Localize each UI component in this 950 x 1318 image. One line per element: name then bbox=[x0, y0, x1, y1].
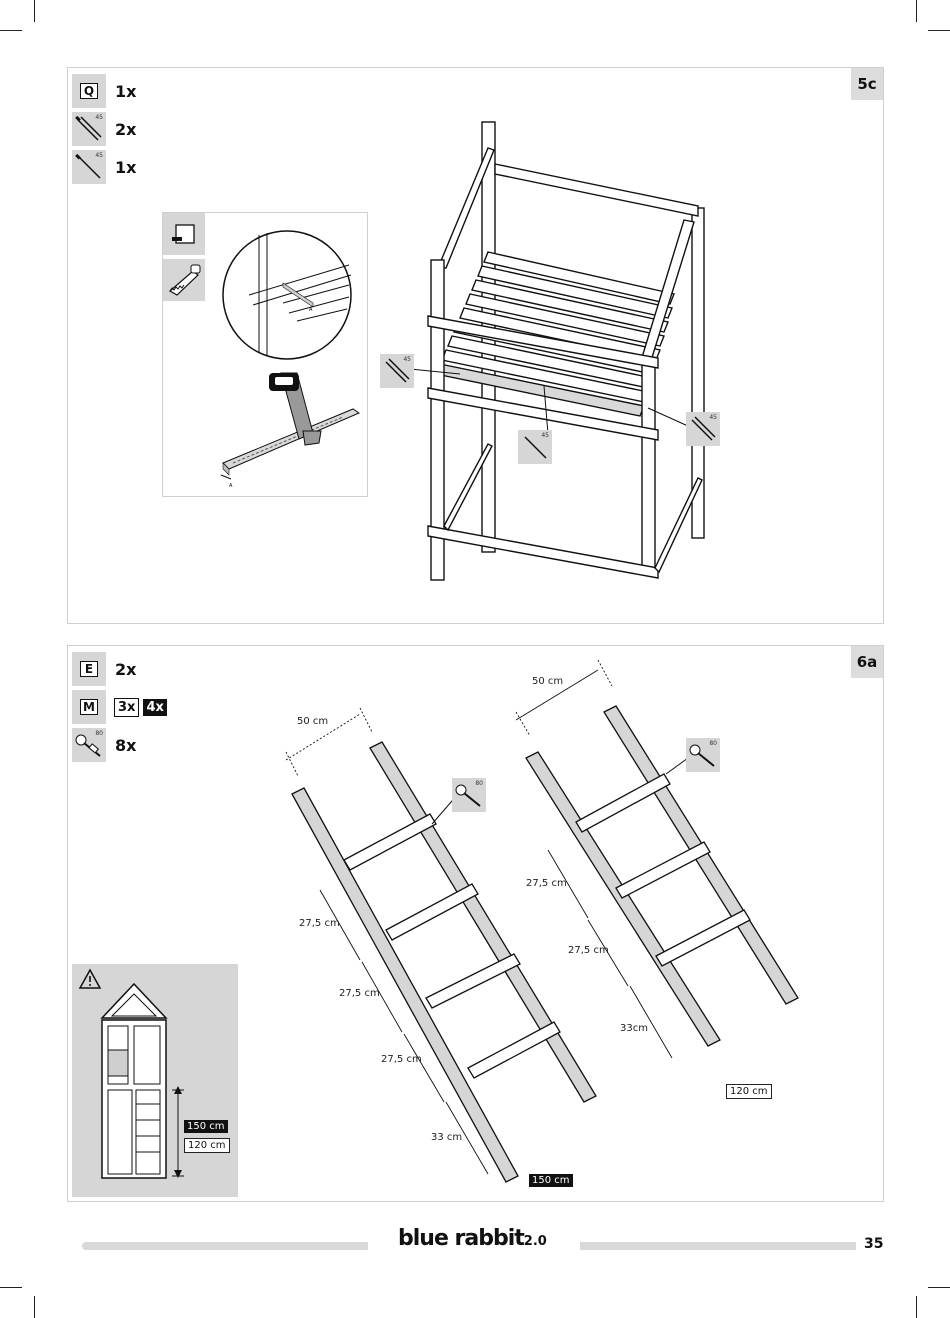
screw-size: 45 bbox=[709, 414, 717, 421]
brand-logo: blue rabbit2.0 bbox=[398, 1226, 547, 1251]
cutting-detail-drawing: A A bbox=[220, 230, 361, 489]
screw-45-icon: 45 bbox=[72, 150, 106, 184]
step-5c-panel: 5c Q 1x 45 2x 45 1x bbox=[67, 67, 884, 624]
ladder-assembly-drawing bbox=[285, 659, 799, 1183]
quantity-solid-chip: 4x bbox=[143, 698, 167, 716]
bolt-80-icon: 80 bbox=[452, 778, 486, 812]
screw-size: 45 bbox=[541, 432, 549, 439]
ladder-width-label: 50 cm bbox=[297, 716, 329, 727]
bolt-size: 80 bbox=[475, 780, 483, 787]
letter-box-q-icon: Q bbox=[72, 74, 106, 108]
frame-assembly-drawing bbox=[409, 121, 705, 581]
screw-size: 45 bbox=[403, 356, 411, 363]
crop-mark bbox=[928, 1287, 950, 1288]
step-label: 6a bbox=[851, 646, 883, 678]
bolt-80-icon: 80 bbox=[72, 728, 106, 762]
part-row-m: M 3x 4x bbox=[72, 690, 167, 724]
height-label-solid: 150 cm bbox=[184, 1120, 228, 1133]
part-quantity: 1x bbox=[115, 81, 137, 101]
ladder-length-label: 150 cm bbox=[529, 1174, 573, 1187]
cutting-detail-inset: A A bbox=[162, 212, 368, 497]
part-code: E bbox=[80, 661, 98, 677]
part-code: M bbox=[80, 699, 98, 715]
rung-spacing-label: 27,5 cm bbox=[381, 1054, 422, 1065]
height-label-outline: 120 cm bbox=[184, 1138, 230, 1153]
svg-text:A: A bbox=[309, 307, 313, 313]
rung-spacing-label: 27,5 cm bbox=[339, 988, 380, 999]
rung-spacing-label: 27,5 cm bbox=[526, 878, 567, 889]
warning-box: 150 cm 120 cm bbox=[72, 964, 238, 1197]
screw-45-icon: 45 bbox=[518, 430, 552, 464]
part-quantity: 8x bbox=[115, 735, 137, 755]
bolt-size: 80 bbox=[709, 740, 717, 747]
screw-45-icon: 45 bbox=[72, 112, 106, 146]
screw-45-icon: 45 bbox=[686, 412, 720, 446]
playhouse-height-drawing bbox=[100, 982, 184, 1179]
part-row-e: E 2x bbox=[72, 652, 136, 686]
crop-mark bbox=[0, 30, 22, 31]
rung-spacing-label: 33 cm bbox=[431, 1132, 463, 1143]
page-number: 35 bbox=[864, 1236, 884, 1252]
part-quantity: 2x bbox=[115, 119, 137, 139]
part-row-screw-45: 45 2x bbox=[72, 112, 136, 146]
screw-45-icon: 45 bbox=[380, 354, 414, 388]
ladder-width-label: 50 cm bbox=[532, 676, 564, 687]
footer-bar-right bbox=[580, 1242, 856, 1250]
part-row-screw-45: 45 1x bbox=[72, 150, 136, 184]
crop-mark bbox=[0, 1287, 22, 1288]
letter-box-e-icon: E bbox=[72, 652, 106, 686]
crop-mark bbox=[916, 0, 917, 22]
part-quantity: 1x bbox=[115, 157, 137, 177]
part-row-bolt-80: 80 8x bbox=[72, 728, 136, 762]
bolt-80-icon: 80 bbox=[686, 738, 720, 772]
pencil-square-icon bbox=[163, 213, 205, 255]
crop-mark bbox=[34, 1296, 35, 1318]
step-6a-panel: 6a E 2x M 3x 4x 80 8x bbox=[67, 645, 884, 1202]
part-code: Q bbox=[80, 83, 98, 99]
part-row-q: Q 1x bbox=[72, 74, 136, 108]
step-label: 5c bbox=[851, 68, 883, 100]
screw-size: 45 bbox=[95, 152, 103, 159]
crop-mark bbox=[916, 1296, 917, 1318]
screw-size: 45 bbox=[95, 114, 103, 121]
warning-triangle-icon bbox=[78, 968, 102, 989]
svg-text:A: A bbox=[229, 483, 233, 489]
quantity-outline-chip: 3x bbox=[114, 697, 140, 717]
bolt-size: 80 bbox=[95, 730, 103, 737]
rung-spacing-label: 27,5 cm bbox=[568, 945, 609, 956]
rung-spacing-label: 33cm bbox=[620, 1023, 648, 1034]
saw-icon bbox=[163, 259, 205, 301]
part-quantity: 2x bbox=[115, 659, 137, 679]
footer-bar-left bbox=[82, 1242, 368, 1250]
letter-box-m-icon: M bbox=[72, 690, 106, 724]
ladder-length-label: 120 cm bbox=[726, 1084, 772, 1099]
rung-spacing-label: 27,5 cm bbox=[299, 918, 340, 929]
crop-mark bbox=[34, 0, 35, 22]
crop-mark bbox=[928, 30, 950, 31]
